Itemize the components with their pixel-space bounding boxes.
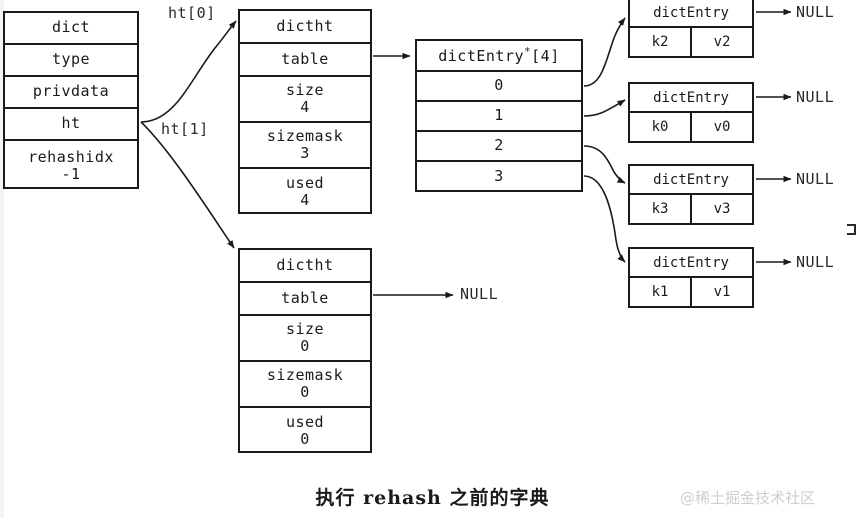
dictht1-struct-box: dictht table size 0 sizemask 0 used 0 [238, 248, 372, 453]
arrow-bucket0-to-k2 [583, 17, 626, 87]
bucket-array-title: dictEntry*[4] [417, 41, 581, 72]
dictht0-field-table: table [240, 44, 370, 77]
dict-entry-k3: dictEntry k3 v3 [628, 164, 754, 225]
bucket-array-box: dictEntry*[4] 0 1 2 3 [415, 39, 583, 192]
dict-field-rehashidx-value: -1 [61, 165, 81, 183]
dict-entry-k0: dictEntry k0 v0 [628, 82, 754, 143]
dict-entry-k1-title: dictEntry [630, 249, 752, 278]
watermark: @稀土掘金技术社区 [680, 489, 816, 507]
dict-title: dict [5, 13, 137, 45]
arrow-bucket2-to-k3 [583, 145, 626, 184]
dictht1-field-used-name: used [285, 412, 325, 431]
left-edge-strip [0, 0, 4, 518]
dictht1-field-used: used 0 [240, 408, 370, 454]
bucket-slot-3: 3 [494, 167, 504, 186]
dictht1-field-size-value: 0 [300, 337, 310, 355]
ht1-pointer-label: ht[1] [161, 120, 209, 138]
dict-entry-k1-value: v1 [713, 284, 731, 300]
dict-entry-k3-title: dictEntry [630, 166, 752, 195]
dictht1-field-sizemask-name: sizemask [266, 365, 344, 384]
dict-entry-k2: dictEntry k2 v2 [628, 0, 754, 58]
dict-entry-k3-value: v3 [713, 201, 731, 217]
dict-entry-k3-key: k3 [630, 195, 692, 223]
dict-entry-k2-kv: k2 v2 [630, 28, 752, 56]
arrow-ht0 [140, 20, 237, 123]
dictht0-field-sizemask-name: sizemask [266, 126, 344, 145]
dict-entry-k0-kv: k0 v0 [630, 113, 752, 141]
dictht1-field-used-value: 0 [300, 430, 310, 448]
bucket-slot-2: 2 [417, 132, 581, 162]
dictht0-field-sizemask-value: 3 [300, 144, 310, 162]
dictht1-field-size: size 0 [240, 316, 370, 362]
dict-entry-k0-value: v0 [713, 119, 731, 135]
arrow-bucket3-to-k1 [583, 175, 626, 263]
dictht0-field-used: used 4 [240, 169, 370, 215]
dict-entry-k2-key: k2 [630, 28, 692, 56]
dict-field-privdata: privdata [5, 77, 137, 109]
bucket-slot-1: 1 [417, 102, 581, 132]
dict-entry-k3-kv: k3 v3 [630, 195, 752, 223]
dictht1-field-sizemask: sizemask 0 [240, 362, 370, 408]
dict-entry-k0-title: dictEntry [630, 84, 752, 113]
dictht0-field-size-value: 4 [300, 98, 310, 116]
dict-entry-k2-title: dictEntry [630, 0, 752, 28]
dictht0-field-used-name: used [285, 173, 325, 192]
dict-struct-box: dict type privdata ht rehashidx -1 [3, 11, 139, 189]
dict-entry-k0-key: k0 [630, 113, 692, 141]
dictht1-field-sizemask-value: 0 [300, 383, 310, 401]
dict-entry-k2-value: v2 [713, 34, 731, 50]
arrow-ht1 [140, 121, 235, 249]
ht0-pointer-label: ht[0] [168, 4, 216, 22]
arrow-bucket1-to-k0 [583, 99, 626, 117]
dictht0-struct-box: dictht table size 4 sizemask 3 used 4 [238, 9, 372, 214]
null-label-k2: NULL [796, 3, 835, 21]
dictht1-field-table: table [240, 283, 370, 316]
bucket-slot-0: 0 [417, 72, 581, 102]
dict-entry-k1-kv: k1 v1 [630, 278, 752, 306]
dictht0-field-used-value: 4 [300, 191, 310, 209]
null-label-k3: NULL [796, 170, 835, 188]
dictht0-field-sizemask: sizemask 3 [240, 123, 370, 169]
edge-artifact [847, 224, 856, 235]
dict-field-rehashidx-name: rehashidx [28, 147, 114, 166]
null-label-k1: NULL [796, 253, 835, 271]
dict-entry-k1: dictEntry k1 v1 [628, 247, 754, 308]
dict-field-rehashidx: rehashidx -1 [5, 141, 137, 191]
null-label-k0: NULL [796, 88, 835, 106]
bucket-array-title-text: dictEntry*[4] [438, 44, 560, 65]
dictht0-field-size: size 4 [240, 77, 370, 123]
diagram-caption: 执行 rehash 之前的字典 [315, 487, 550, 509]
null-label-dictht1-table: NULL [460, 285, 499, 303]
dictht0-field-size-name: size [285, 80, 325, 99]
dictht0-title: dictht [240, 11, 370, 44]
dict-field-type: type [5, 45, 137, 77]
dict-entry-k1-key: k1 [630, 278, 692, 306]
dict-field-ht: ht [5, 109, 137, 141]
dictht1-title: dictht [240, 250, 370, 283]
dictht1-field-size-name: size [285, 319, 325, 338]
